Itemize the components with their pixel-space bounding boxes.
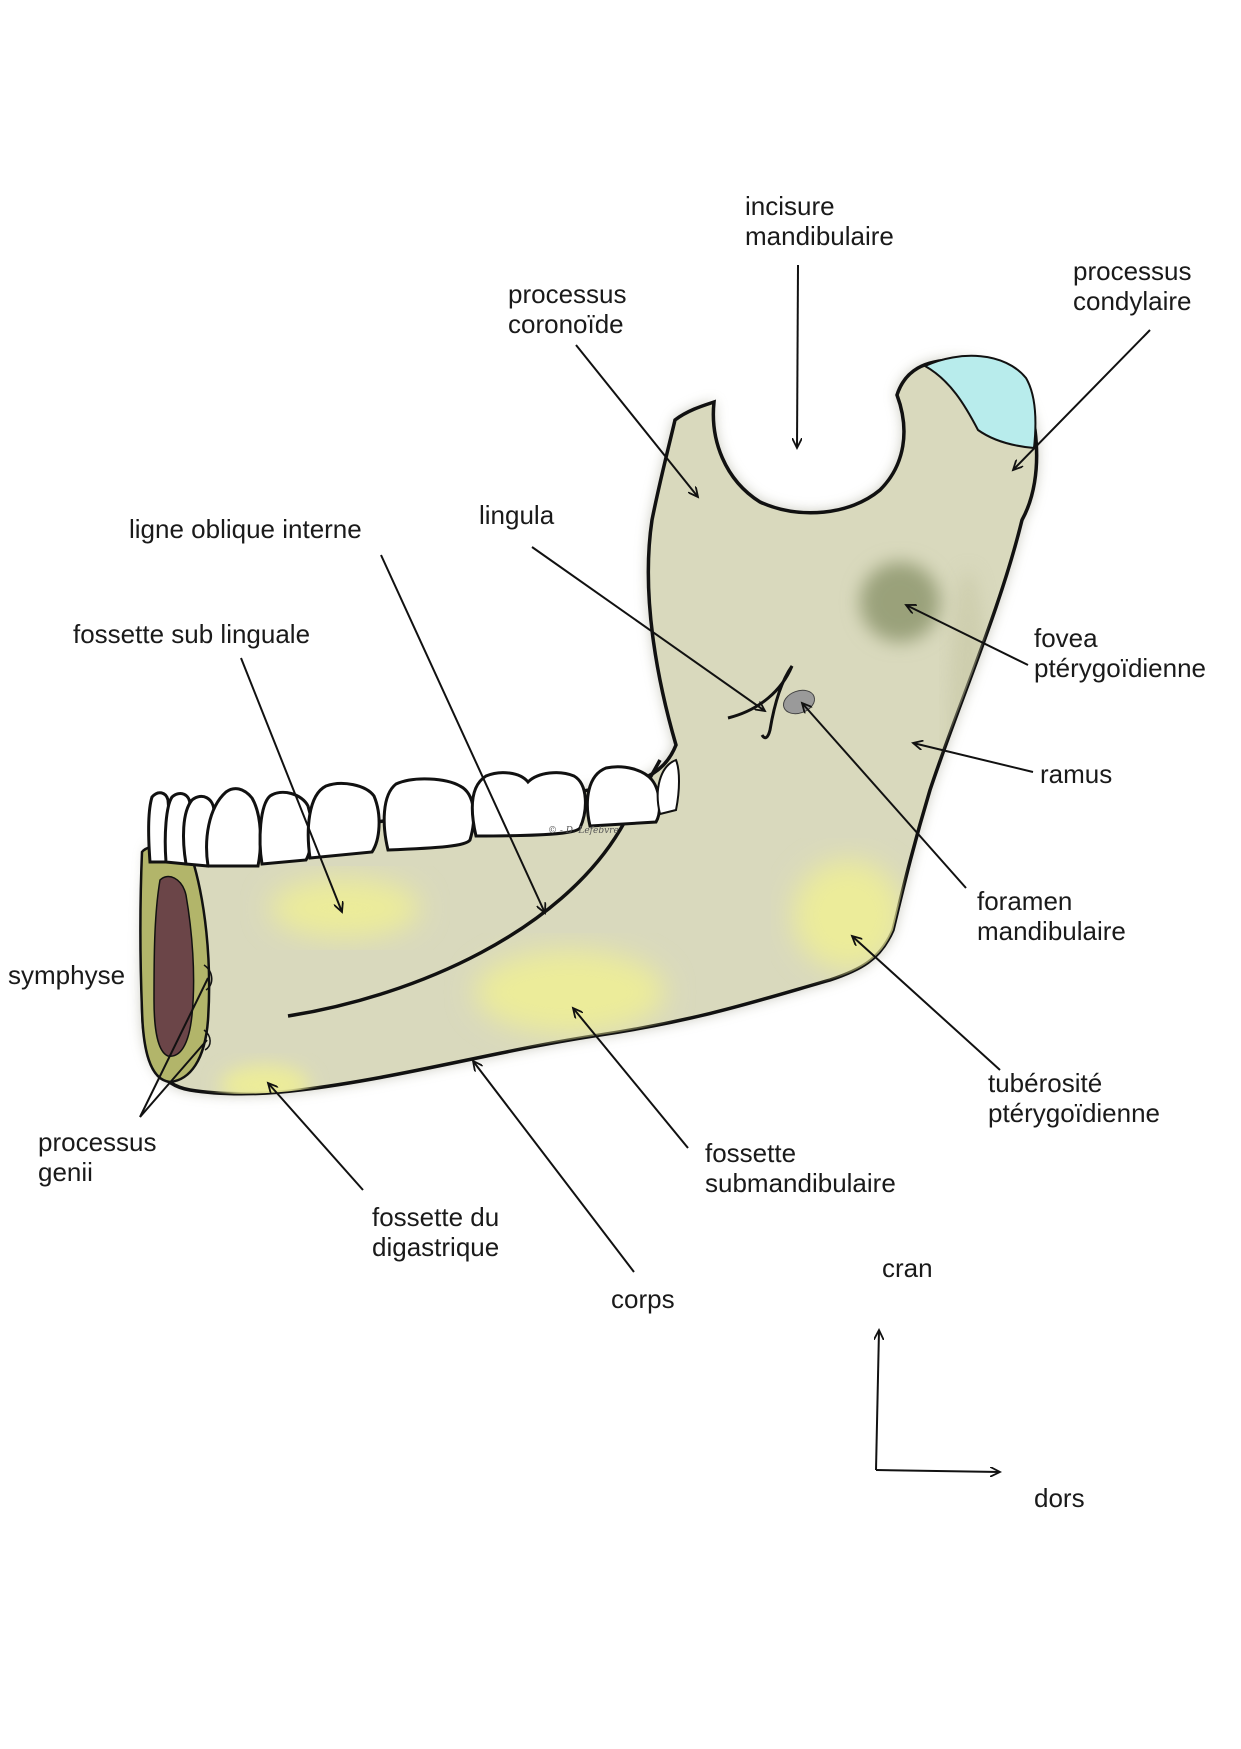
tooth-premolar-2 <box>306 781 381 860</box>
leader-fovea <box>906 605 1029 666</box>
label-ramus: ramus <box>1040 759 1112 789</box>
tooth-molar-2 <box>470 771 587 838</box>
symphyse-medulla <box>153 875 195 1057</box>
leader-foramen <box>802 703 967 889</box>
tooth-premolar-1 <box>258 790 314 866</box>
fossette-submandibulaire-area <box>475 950 665 1034</box>
leader-lines <box>139 264 1151 1273</box>
label-fossette-sub-linguale: fossette sub linguale <box>73 619 310 649</box>
leader-submandibulaire <box>573 1008 689 1149</box>
leader-digastrique <box>268 1083 364 1191</box>
fossette-sub-linguale-area <box>270 878 420 938</box>
author-signature: © - D. Lefebvre <box>548 826 619 836</box>
leader-condylaire <box>1013 329 1151 470</box>
label-corps: corps <box>611 1284 675 1314</box>
label-fovea-pterygoidienne: fovea ptérygoïdienne <box>1034 623 1206 683</box>
label-processus-condylaire: processus condylaire <box>1073 256 1199 316</box>
axis-right <box>875 1470 1000 1472</box>
lingula-spine <box>727 665 794 740</box>
leader-lingula <box>531 546 765 711</box>
tooth-molar-1 <box>382 777 476 852</box>
orientation-axes: cran dors <box>876 1253 1085 1513</box>
tooth-molar-4 <box>656 758 680 816</box>
fossette-digastrique-area <box>220 1065 310 1094</box>
label-tuberosite-pterygoidienne: tubérosité ptérygoïdienne <box>988 1068 1160 1128</box>
leader-genii-1 <box>139 977 209 1118</box>
labels: incisure mandibulaire processus condylai… <box>8 191 1206 1314</box>
label-processus-genii: processus genii <box>38 1127 164 1187</box>
axis-label-cran: cran <box>882 1253 933 1283</box>
leader-genii-2 <box>139 1039 208 1118</box>
leader-coronoide <box>575 344 698 497</box>
processus-genii-tubercle-2 <box>203 1029 211 1051</box>
tooth-canine <box>205 787 262 868</box>
leader-incisure <box>797 264 798 448</box>
axis-label-dors: dors <box>1034 1483 1085 1513</box>
processus-genii-tubercle-1 <box>203 964 213 991</box>
leader-ramus <box>913 743 1034 773</box>
tuberosite-pterygoidienne-area <box>793 860 903 970</box>
label-symphyse: symphyse <box>8 960 125 990</box>
teeth-row <box>147 758 680 868</box>
label-processus-coronoide: processus coronoïde <box>508 279 634 339</box>
label-fossette-submandibulaire: fossette submandibulaire <box>705 1138 896 1198</box>
label-fossette-du-digastrique: fossette du digastrique <box>372 1202 506 1262</box>
label-foramen-mandibulaire: foramen mandibulaire <box>977 886 1126 946</box>
fovea-pterygoidienne-area <box>860 562 940 642</box>
leader-sub-linguale <box>240 657 342 912</box>
axis-up <box>876 1330 879 1471</box>
label-ligne-oblique-interne: ligne oblique interne <box>129 514 362 544</box>
label-lingula: lingula <box>479 500 555 530</box>
tooth-molar-3 <box>585 765 661 828</box>
leader-corps <box>473 1061 635 1273</box>
leader-tuberosite <box>852 936 1001 1071</box>
label-incisure-mandibulaire: incisure mandibulaire <box>745 191 894 251</box>
leader-ligne-oblique <box>380 554 545 913</box>
